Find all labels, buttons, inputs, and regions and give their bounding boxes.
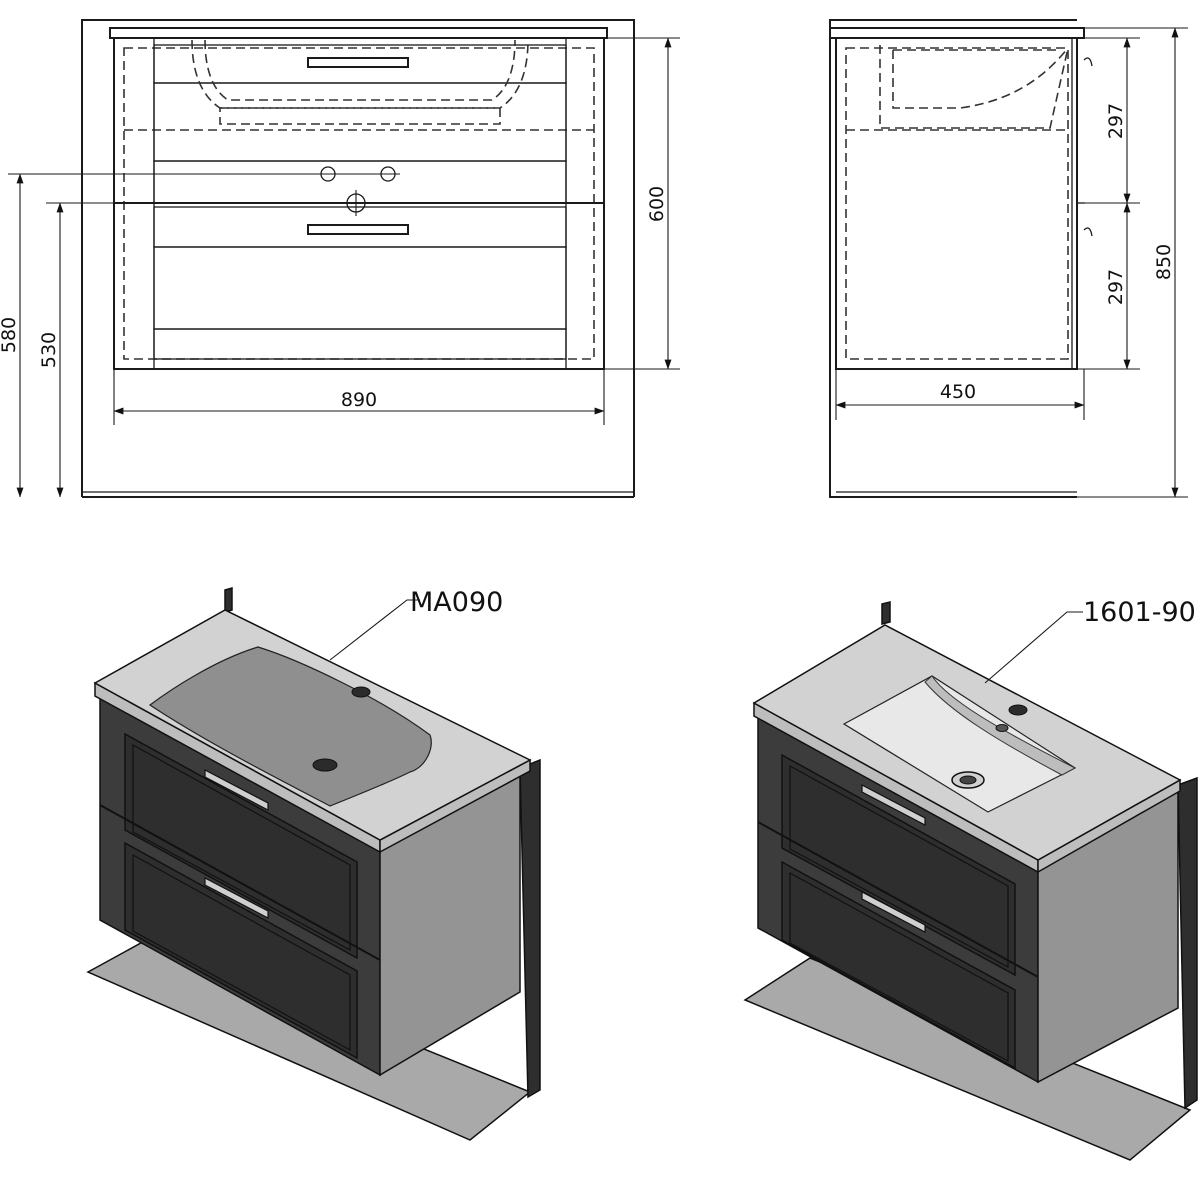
front-upper-drawer-panel	[153, 44, 567, 84]
left-tap-hole-icon	[351, 686, 371, 698]
right-upper-handle	[861, 784, 926, 826]
right-callout-leader	[984, 611, 1083, 684]
dim-850-label: 850	[1153, 244, 1175, 280]
dim-297-lower-label: 297	[1105, 269, 1127, 305]
dim-530-label: 530	[38, 332, 60, 368]
right-tap-hole-icon	[1008, 704, 1028, 716]
side-view: 297 297 850 450	[829, 19, 1188, 498]
side-basin-hidden	[879, 45, 1069, 129]
left-drain-icon	[312, 758, 338, 772]
right-iso-cabinet: 1601-90	[743, 597, 1198, 1161]
right-callout-label: 1601-90	[1083, 597, 1196, 628]
dim-297-upper-label: 297	[1105, 103, 1127, 139]
left-iso-cabinet: MA090	[86, 587, 541, 1141]
left-basin	[148, 646, 432, 807]
side-countertop	[829, 27, 1085, 39]
lower-handle	[307, 224, 409, 235]
front-wall-outline	[81, 19, 635, 497]
side-cabinet-body	[835, 37, 1078, 370]
side-wall-outline	[829, 19, 1077, 498]
dim-600-label: 600	[646, 186, 668, 222]
left-lower-handle	[204, 877, 269, 919]
front-view: 600 890 580 530	[0, 19, 680, 498]
front-countertop	[109, 27, 608, 39]
side-upper-handle	[1083, 57, 1093, 67]
dim-450-label: 450	[940, 381, 976, 403]
left-callout-label: MA090	[410, 587, 503, 618]
upper-handle	[307, 57, 409, 68]
dim-580-label: 580	[0, 317, 20, 353]
front-basin-hidden	[191, 39, 529, 109]
side-lower-handle	[1083, 227, 1093, 237]
right-lower-handle	[861, 891, 926, 933]
left-callout-leader	[329, 599, 420, 661]
dim-890-label: 890	[341, 389, 377, 411]
front-lower-drawer-panel	[153, 206, 567, 248]
right-floor-plate	[743, 957, 1192, 1161]
left-upper-handle	[204, 769, 269, 811]
